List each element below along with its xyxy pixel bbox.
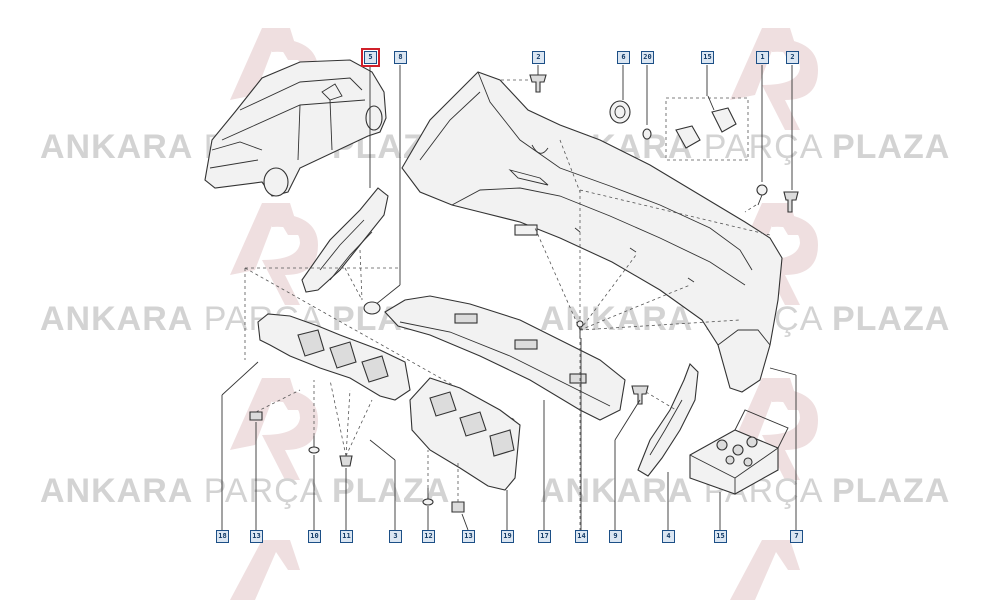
bumper-side-bracket-right	[637, 363, 699, 477]
watermark-logo	[230, 378, 318, 480]
screw-part	[576, 320, 584, 338]
part-callout[interactable]: 13	[250, 530, 263, 543]
energy-absorber-upper	[257, 313, 411, 401]
clip-part	[329, 379, 373, 467]
grommet-part	[609, 100, 631, 124]
part-callout[interactable]: 13	[462, 530, 475, 543]
watermark-logo	[230, 540, 300, 600]
washer-part	[642, 128, 652, 140]
part-callout[interactable]: 20	[641, 51, 654, 64]
energy-absorber-lower	[409, 377, 521, 491]
part-callout[interactable]: 2	[532, 51, 545, 64]
part-callout[interactable]: 10	[308, 530, 321, 543]
screw-part	[308, 380, 320, 454]
part-callout[interactable]: 14	[575, 530, 588, 543]
screw-part	[744, 184, 768, 213]
bumper-side-bracket-left	[301, 187, 389, 293]
part-callout[interactable]: 4	[662, 530, 675, 543]
clip-part	[500, 74, 547, 93]
part-callout[interactable]: 18	[216, 530, 229, 543]
watermark-text: ANKARA PARÇA PLAZA	[40, 472, 451, 510]
part-callout[interactable]: 7	[790, 530, 803, 543]
part-callout[interactable]: 17	[538, 530, 551, 543]
clip-part	[631, 385, 677, 411]
part-callout[interactable]: 15	[714, 530, 727, 543]
rear-bumper-cover	[401, 71, 783, 393]
clip-part	[451, 460, 465, 513]
clip-part	[783, 191, 799, 213]
part-callout[interactable]: 2	[786, 51, 799, 64]
vehicle-illustration	[204, 59, 387, 197]
watermark-logo	[730, 28, 818, 130]
screw-part	[422, 450, 434, 506]
part-callout[interactable]: 3	[389, 530, 402, 543]
part-callout[interactable]: 15	[701, 51, 714, 64]
watermark-logo	[230, 203, 318, 305]
part-callout[interactable]: 12	[422, 530, 435, 543]
rear-diffuser-panel	[384, 295, 626, 421]
parking-sensor-part	[665, 95, 749, 161]
clip-part	[249, 389, 301, 421]
part-callout[interactable]: 5	[361, 48, 380, 67]
part-callout[interactable]: 8	[394, 51, 407, 64]
part-callout[interactable]: 11	[340, 530, 353, 543]
part-callout[interactable]: 1	[756, 51, 769, 64]
grommet-part	[363, 301, 381, 315]
watermark-logo	[730, 540, 800, 600]
part-callout[interactable]: 19	[501, 530, 514, 543]
fastener-kit-box	[689, 409, 789, 495]
part-callout[interactable]: 9	[609, 530, 622, 543]
part-callout[interactable]: 6	[617, 51, 630, 64]
